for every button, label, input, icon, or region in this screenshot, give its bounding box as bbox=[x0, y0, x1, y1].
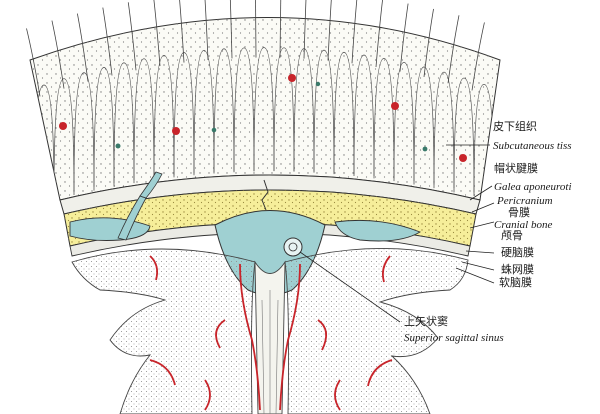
fat-lobule bbox=[393, 61, 415, 182]
fat-lobule bbox=[253, 47, 275, 172]
vessel-dot-dark bbox=[315, 81, 321, 87]
hair-shaft bbox=[102, 7, 113, 76]
hair-shaft bbox=[26, 28, 41, 97]
fat-lobule bbox=[233, 47, 255, 172]
label-galea-en: Galea aponeuroti bbox=[494, 181, 572, 193]
fat-lobule bbox=[133, 58, 155, 181]
brain-cortex bbox=[71, 248, 469, 414]
label-galea-zh: 帽状腱膜 bbox=[494, 161, 538, 175]
fat-lobule bbox=[213, 48, 235, 173]
fat-lobule bbox=[353, 54, 375, 177]
fat-lobule bbox=[153, 54, 175, 178]
vessel-dot-dark bbox=[115, 143, 121, 149]
label-dura-zh: 硬脑膜 bbox=[501, 246, 534, 259]
fat-lobule bbox=[413, 66, 435, 185]
hair-shaft bbox=[279, 0, 282, 58]
label-pericranium-en: Pericranium bbox=[496, 195, 553, 207]
fat-lobule bbox=[173, 52, 195, 176]
hair-shaft bbox=[127, 2, 137, 71]
label-cranial-en: Cranial bone bbox=[494, 219, 552, 231]
fat-lobule bbox=[313, 49, 335, 173]
hair-shaft bbox=[204, 0, 209, 61]
leader-lines bbox=[299, 144, 495, 323]
fat-lobule bbox=[453, 77, 475, 193]
scalp-vessel-dots bbox=[59, 74, 467, 162]
vessel-dot bbox=[391, 102, 399, 110]
vessel-dot bbox=[288, 74, 296, 82]
label-cranial-zh: 颅骨 bbox=[501, 229, 523, 242]
fat-lobule bbox=[433, 71, 455, 189]
vessel-dot-dark bbox=[211, 127, 217, 133]
hair-shaft bbox=[153, 0, 161, 67]
subcutaneous-tissue-layer bbox=[26, 0, 501, 201]
fat-lobule bbox=[93, 67, 115, 187]
hair-shaft bbox=[399, 3, 409, 72]
fat-lobule bbox=[333, 51, 355, 175]
hair-shaft bbox=[351, 0, 358, 64]
hair-shaft bbox=[179, 0, 185, 63]
vessel-dot bbox=[59, 122, 67, 130]
fat-lobule bbox=[373, 57, 395, 179]
hair-shaft bbox=[51, 20, 65, 89]
fat-lobule bbox=[193, 49, 215, 174]
hair-shaft bbox=[471, 22, 485, 91]
hair-shaft bbox=[375, 0, 383, 68]
label-sinus-en: Superior sagittal sinus bbox=[404, 332, 504, 344]
hair-shaft bbox=[327, 0, 332, 61]
label-subcutaneous-zh: 皮下组织 bbox=[493, 119, 537, 133]
hair-shaft bbox=[423, 8, 434, 78]
hair-shaft bbox=[447, 15, 460, 84]
label-arachnoid-zh: 蛛网膜 bbox=[501, 262, 534, 276]
label-subcutaneous-en: Subcutaneous tiss bbox=[493, 140, 572, 152]
vessel-dot bbox=[172, 127, 180, 135]
vessel-dot bbox=[459, 154, 467, 162]
fat-lobule bbox=[273, 47, 295, 172]
hair-shaft bbox=[303, 0, 307, 59]
fat-lobule bbox=[53, 78, 75, 196]
hair-shaft bbox=[76, 13, 89, 82]
hair-shaft bbox=[255, 0, 257, 58]
label-pia-zh: 软脑膜 bbox=[499, 275, 532, 289]
fat-lobule bbox=[73, 72, 95, 191]
label-bone-zh: 骨膜 bbox=[508, 206, 530, 219]
hair-shaft bbox=[229, 0, 233, 59]
fat-lobule bbox=[113, 62, 135, 184]
vessel-dot-dark bbox=[422, 146, 428, 152]
label-sinus-zh: 上矢状窦 bbox=[404, 314, 448, 328]
